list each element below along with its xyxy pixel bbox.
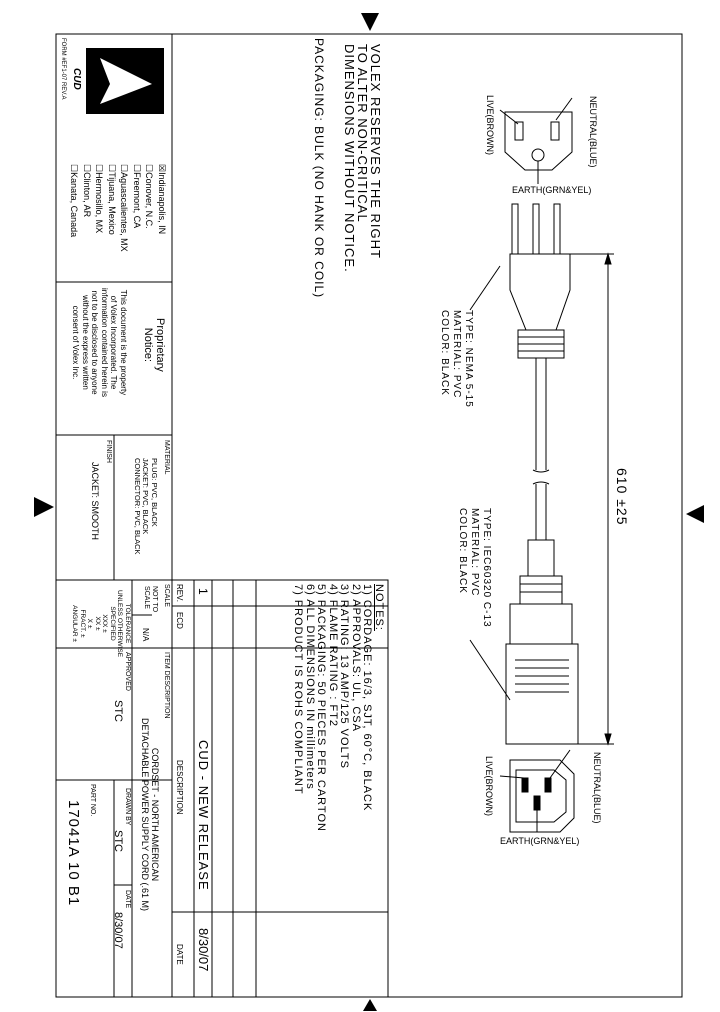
cord-assembly-drawing (505, 203, 579, 745)
locations-list: ☒Indianapolis, IN ☐Conover, N.C. ☐Freemo… (68, 164, 168, 252)
na-value: N/A (141, 628, 150, 642)
ecd-header: ECD (175, 612, 184, 629)
connector-live-label: LIVE(BROWN) (484, 756, 494, 817)
location-item: ☐Conover, N.C. (144, 164, 155, 229)
connector-face-drawing (509, 759, 575, 833)
plug-live-leader (499, 109, 519, 125)
notes-heading: NOTES: (373, 584, 385, 631)
description-value: CUD - NEW RELEASE (196, 740, 211, 891)
plug-face-drawing (504, 111, 573, 171)
location-item: ☐Hermosillo, MX (94, 164, 105, 234)
proprietary-notice: Proprietary Notice: (142, 318, 166, 372)
plug-neutral-label: NEUTRAL(BLUE) (588, 96, 598, 168)
description-header: DESCRIPTION (175, 760, 184, 815)
location-item: ☒Indianapolis, IN (157, 164, 167, 235)
dimension-line (570, 252, 614, 746)
drawn-label: DRAWN BY (124, 788, 131, 826)
proprietary-body: This document is the property of Volex I… (71, 288, 129, 397)
logo-text: Volex (85, 54, 99, 86)
date2-label: DATE (124, 890, 131, 909)
plug-live-label: LIVE(BROWN) (485, 95, 495, 156)
connector-earth-label: EARTH(GRN&YEL) (500, 836, 580, 846)
approved-value: STC (112, 700, 124, 722)
connector-spec: TYPE: IEC60320 C-13 MATERIAL: PVC COLOR:… (457, 508, 492, 628)
left-center-marker (34, 497, 54, 517)
material-lines: PLUG: PVC, BLACK JACKET: PVC, BLACK CONN… (133, 458, 159, 555)
scale-label: SCALE (163, 584, 170, 607)
volex-logo (86, 48, 164, 114)
connector-leader (469, 639, 511, 701)
connector-neutral-leader (549, 749, 571, 779)
logo-code: CUD (71, 68, 82, 90)
location-item: ☐Kanata, Canada (69, 164, 80, 238)
drawn-value: STC (112, 830, 124, 852)
connector-live-leader (499, 775, 525, 779)
dimension-label: 610 ±25 (614, 468, 630, 526)
top-center-marker (361, 13, 379, 31)
item-desc-label: ITEM DESCRIPTION (163, 652, 170, 719)
notes-block: NOTES: 1) CORDAGE: 16/3, SJT, 60°C, BLAC… (292, 584, 386, 832)
plug-earth-label: EARTH(GRN&YEL) (512, 185, 592, 195)
date2-value: 8/30/07 (112, 912, 124, 949)
notes-box (171, 579, 389, 998)
finish-value: JACKET: SMOOTH (90, 462, 100, 541)
location-item: ☐Freemont, CA (132, 164, 142, 229)
rev-header: REV. (175, 584, 184, 602)
date-value: 8/30/07 (196, 928, 211, 972)
approved-label: APPROVED (124, 652, 131, 691)
plug-leader (469, 265, 501, 311)
form-number: FORM #EF1-07 REV.A (60, 38, 66, 100)
location-item: ☐Clinton, AR (82, 164, 92, 218)
material-block: MATERIAL (163, 440, 170, 475)
location-item: ☐Aguascalientes, MX (119, 164, 130, 252)
packaging-note: PACKAGING: BULK (NO HANK OR COIL) (312, 38, 326, 299)
plug-spec: TYPE: NEMA 5-15 MATERIAL: PVC COLOR: BLA… (439, 310, 474, 408)
tolerance-block: TOLERANCE UNLESS OTHERWISE SPECIFIED XXX… (71, 590, 132, 658)
right-center-marker (686, 505, 704, 523)
part-label: PART NO. (89, 784, 96, 817)
finish-label: FINISH (105, 440, 112, 463)
item-desc: CORDSET - NORTH AMERICAN DETACHABLE POWE… (140, 718, 160, 912)
reserve-note: VOLEX RESERVES THE RIGHT TO ALTER NON-CR… (342, 44, 383, 273)
part-number: 17041A 10 B1 (65, 800, 82, 907)
connector-neutral-label: NEUTRAL(BLUE) (592, 752, 602, 824)
date-header: DATE (175, 944, 184, 965)
bottom-center-marker (363, 999, 377, 1011)
scale-value: NOT TO SCALE (142, 586, 158, 613)
rev-value: 1 (196, 588, 210, 595)
plug-neutral-leader (555, 97, 573, 121)
location-item: ☐Tijuana, Mexico (107, 164, 117, 235)
